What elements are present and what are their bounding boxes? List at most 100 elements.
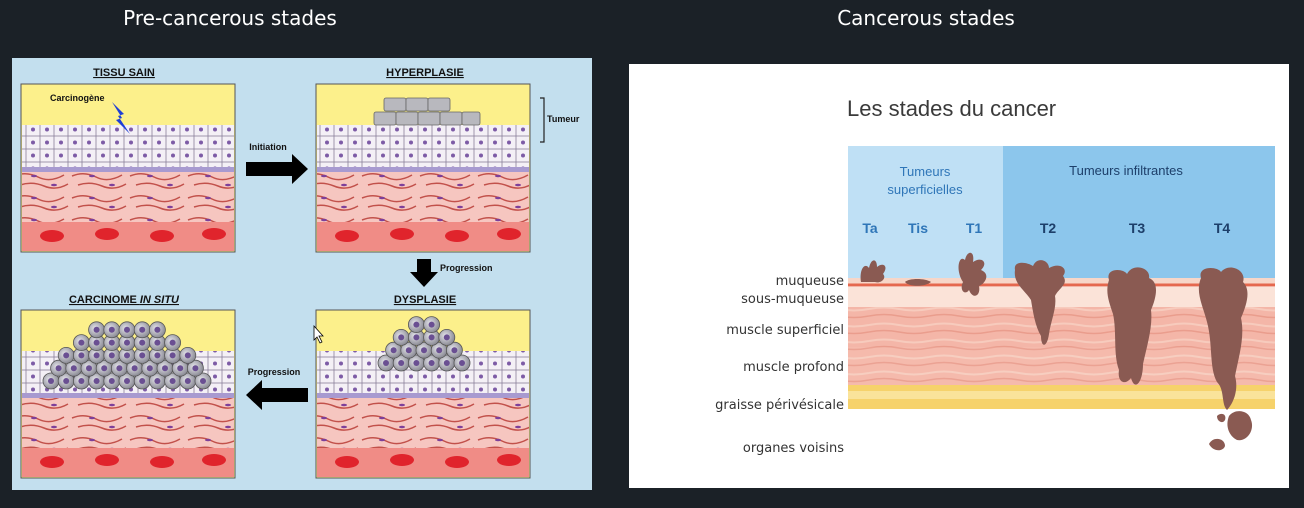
tumor-cell-nucleus <box>93 339 100 346</box>
tumor-cell-nucleus <box>139 352 146 359</box>
carcinome-in-situ-label: CARCINOME IN SITU <box>69 294 180 306</box>
tumor-cell-nucleus <box>184 352 191 359</box>
muscle-profond-layer <box>848 347 1275 385</box>
tumor-cell-nucleus <box>63 352 70 359</box>
tumor-cell-nucleus <box>93 352 100 359</box>
tumor-cell-nucleus <box>124 352 130 359</box>
tumor-cell-nucleus <box>184 378 191 384</box>
cancer-stages-svg: Les stades du cancer Tumeurs superficiel… <box>715 96 1275 456</box>
tissu-sain-label: TISSU SAIN <box>93 67 155 79</box>
layer-graisse: graisse périvésicale <box>715 398 844 413</box>
tumor-cell-nucleus <box>405 347 412 354</box>
muscle-superficiel-layer <box>848 307 1275 347</box>
tumor-cell-nucleus <box>443 360 450 366</box>
tumor-cell-nucleus <box>169 352 176 359</box>
tumor-t3 <box>1107 267 1156 385</box>
layer-muscle-superficiel: muscle superficiel <box>726 323 844 338</box>
tumor-cell-nucleus <box>70 365 77 372</box>
hyperplasie-label: HYPERPLASIE <box>386 67 464 79</box>
tumor-cell-nucleus <box>78 339 85 346</box>
tumor-cell-nucleus <box>413 321 420 328</box>
carcinoma-cell-mass <box>42 321 212 390</box>
tumor-t4-fragment-2 <box>1209 438 1225 451</box>
tumor-cell-nucleus <box>116 365 123 372</box>
hyperplasie-panel: Tumeur <box>315 83 580 253</box>
tumor-cell-nucleus <box>162 365 168 372</box>
tumor-cell-nucleus <box>101 365 108 372</box>
tumor-cell-nucleus <box>86 365 92 372</box>
stage-t4: T4 <box>1214 220 1231 236</box>
superficial-group-label-1: Tumeurs <box>900 164 951 179</box>
tumor-cell-nucleus <box>192 365 199 372</box>
tumor-t4 <box>1198 267 1248 410</box>
stage-t3: T3 <box>1129 220 1146 236</box>
tumor-cell-nucleus <box>451 347 458 354</box>
tumor-cell-nucleus <box>428 321 435 328</box>
tumor-cell-nucleus <box>154 339 161 346</box>
tumor-cell-nucleus <box>443 334 450 341</box>
tumor-cell-nucleus <box>146 365 153 372</box>
tumor-cell-nucleus <box>413 334 420 341</box>
tumor-t4-fragment-3 <box>1217 413 1226 423</box>
carcinome-panel <box>20 309 236 479</box>
tumor-cell-nucleus <box>169 378 176 384</box>
layer-muqueuse: muqueuse <box>776 274 844 289</box>
tumor-cell-nucleus <box>154 326 161 333</box>
stage-tis: Tis <box>908 220 928 236</box>
stage-t1: T1 <box>966 220 983 236</box>
tissu-sain-panel: Carcinogène <box>20 83 236 253</box>
tumor-cell-nucleus <box>131 365 138 372</box>
pre-cancerous-heading: Pre-cancerous stades <box>123 6 337 30</box>
carcinogene-label: Carcinogène <box>50 93 105 103</box>
tumor-t2 <box>1014 260 1065 345</box>
tumor-cell-nucleus <box>124 339 130 346</box>
tumor-shapes <box>860 252 1253 451</box>
initiation-label: Initiation <box>249 142 287 152</box>
tumor-cell-nucleus <box>139 378 146 384</box>
tumor-cell-nucleus <box>78 352 85 359</box>
diagram-title: Les stades du cancer <box>847 96 1056 121</box>
tumor-cell-nucleus <box>108 378 115 384</box>
lightning-icon <box>112 102 130 134</box>
tumor-t1 <box>958 252 987 296</box>
tumor-cell-nucleus <box>154 352 161 359</box>
cancer-stages-diagram: Les stades du cancer Tumeurs superficiel… <box>629 64 1289 488</box>
stage-ta: Ta <box>862 220 878 236</box>
progression-down-arrow-icon <box>410 259 438 287</box>
stage-t2: T2 <box>1040 220 1057 236</box>
tumor-cell-nucleus <box>108 352 115 359</box>
tumor-cell-nucleus <box>139 326 146 333</box>
tumor-t4-fragment-1 <box>1227 411 1253 441</box>
layer-organes-voisins: organes voisins <box>743 441 844 456</box>
infiltrating-group-label: Tumeurs infiltrantes <box>1069 163 1183 178</box>
tumor-tis <box>905 279 931 286</box>
tumor-cell-nucleus <box>124 326 130 333</box>
tumor-ta <box>860 260 886 283</box>
tumor-cell-nucleus <box>383 360 389 366</box>
tumor-cell-nucleus <box>177 365 184 372</box>
tumor-cell-nucleus <box>124 378 130 384</box>
tumor-cell-nucleus <box>78 378 85 384</box>
tumor-cell-nucleus <box>398 334 405 341</box>
tumor-cell-nucleus <box>390 347 397 354</box>
sous-muqueuse-layer <box>848 287 1275 307</box>
tumor-cell-nucleus <box>200 378 206 384</box>
tumeur-bracket <box>540 97 545 143</box>
tumor-cell-nucleus <box>398 360 405 366</box>
layer-sous-muqueuse: sous-muqueuse <box>741 292 844 307</box>
tumor-cell-nucleus <box>108 326 115 333</box>
pre-cancerous-svg: TISSU SAIN HYPERPLASIE CARCINOME IN SITU… <box>20 67 580 479</box>
tumor-cell-nucleus <box>139 339 146 346</box>
superficial-group-label-2: superficielles <box>887 182 963 197</box>
tumor-cell-nucleus <box>48 378 54 384</box>
dysplasia-cell-mass <box>377 316 471 372</box>
progression-left-arrow-icon <box>246 380 308 410</box>
tumor-cell-nucleus <box>459 360 465 366</box>
superficial-zone <box>848 146 1003 278</box>
layer-muscle-profond: muscle profond <box>743 360 844 375</box>
tumeur-label: Tumeur <box>547 114 580 124</box>
infiltrating-zone <box>1003 146 1275 278</box>
mouse-cursor-icon <box>313 324 324 344</box>
tumor-cell-nucleus <box>428 334 435 341</box>
tumor-cell-nucleus <box>413 360 420 366</box>
